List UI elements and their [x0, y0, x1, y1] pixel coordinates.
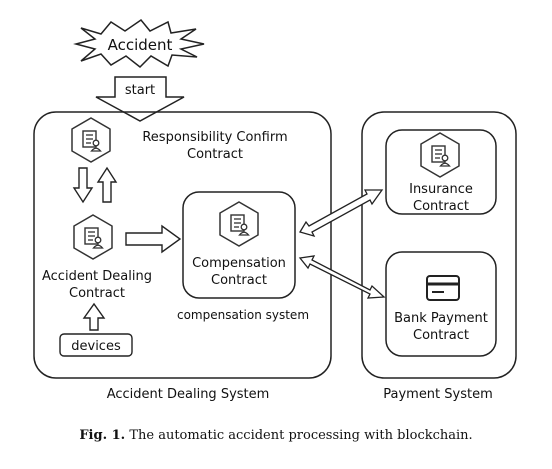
double-arrow-to-bank	[298, 255, 386, 299]
accident-dealing-contract-node: Accident Dealing Contract	[42, 214, 152, 301]
start-arrow: start	[95, 76, 185, 122]
responsibility-contract-node: Responsibility Confirm Contract	[71, 117, 288, 163]
accident-burst: Accident	[73, 18, 205, 69]
accident-dealing-label-line2: Contract	[69, 286, 125, 301]
accident-dealing-label-line1: Accident Dealing	[42, 269, 152, 284]
payment-system-label: Payment System	[383, 387, 493, 402]
arrow-shape	[299, 189, 384, 238]
accident-label: Accident	[108, 36, 173, 54]
double-arrow-to-insurance	[299, 189, 384, 238]
compensation-contract-node: Compensation Contract	[182, 191, 296, 299]
credit-card-icon	[426, 275, 460, 301]
insurance-label-line2: Contract	[413, 199, 469, 214]
bank-payment-contract-node: Bank Payment Contract	[385, 251, 497, 357]
bidirectional-vertical-arrows	[72, 166, 118, 204]
accident-dealing-system-label: Accident Dealing System	[107, 387, 270, 402]
start-arrow-shape	[95, 76, 185, 122]
figure-caption: Fig. 1. The automatic accident processin…	[0, 428, 552, 443]
insurance-contract-node: Insurance Contract	[385, 129, 497, 215]
accident-dealing-system-box	[33, 111, 332, 379]
devices-label: devices	[71, 339, 121, 354]
responsibility-hexagon	[71, 117, 111, 163]
starburst-shape	[73, 18, 205, 69]
insurance-label-line1: Insurance	[409, 182, 473, 197]
payment-system-box	[361, 111, 517, 379]
arrow-shape	[298, 255, 386, 299]
caption-text: The automatic accident processing with b…	[129, 428, 473, 443]
compensation-label-line1: Compensation	[192, 256, 286, 271]
compensation-label-line2: Contract	[211, 273, 267, 288]
bank-payment-box	[385, 251, 497, 357]
responsibility-label-line2: Contract	[187, 147, 243, 162]
accident-dealing-hexagon	[73, 214, 113, 260]
devices-up-arrow	[82, 302, 106, 331]
devices-box	[59, 333, 133, 357]
down-arrow	[72, 167, 94, 204]
bank-payment-label-line1: Bank Payment	[394, 311, 488, 326]
caption-label: Fig. 1.	[79, 428, 126, 443]
right-arrow-to-compensation	[125, 224, 182, 254]
bank-payment-label-line2: Contract	[413, 328, 469, 343]
up-arrow	[96, 166, 118, 203]
compensation-system-label: compensation system	[177, 308, 309, 322]
responsibility-label-line1: Responsibility Confirm	[142, 130, 287, 145]
start-label: start	[125, 83, 155, 98]
